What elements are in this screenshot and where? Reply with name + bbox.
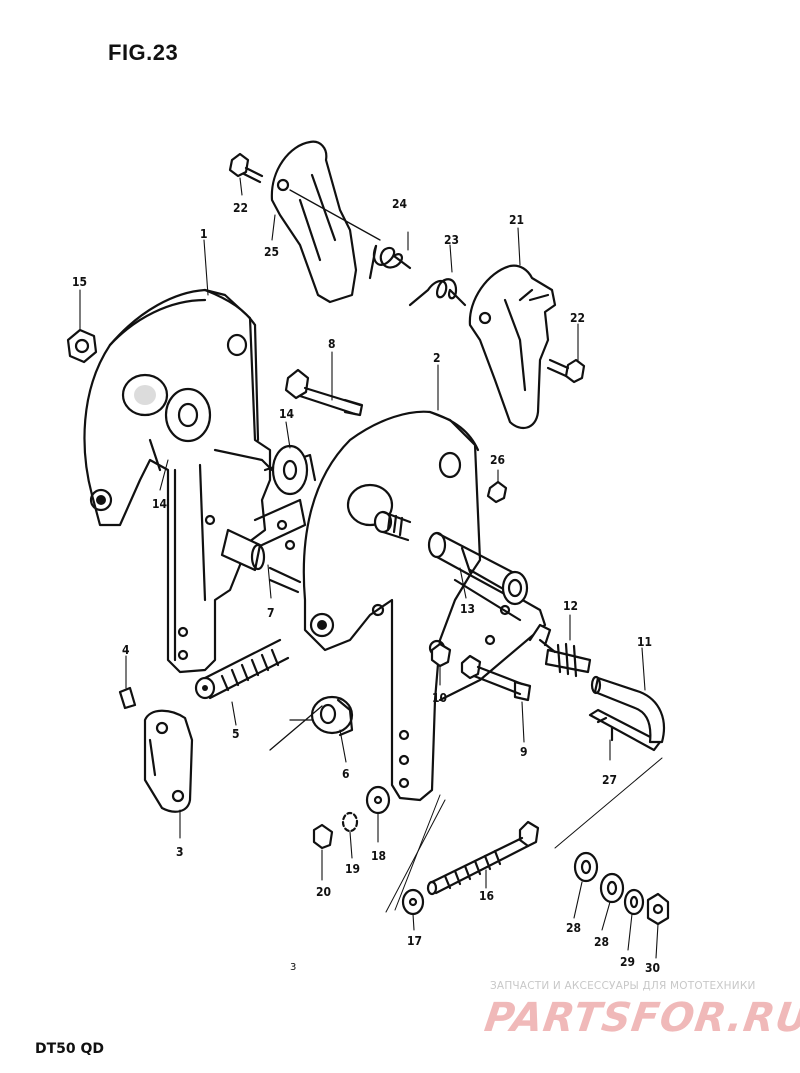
- washer-28a: [573, 851, 599, 883]
- callout-29: 29: [620, 955, 636, 969]
- leader-6-lines: [269, 705, 323, 751]
- callout-10: 10: [432, 691, 448, 705]
- callout-28-b: 28: [594, 935, 610, 949]
- lockwasher-19: [341, 811, 359, 833]
- callout-17: 17: [407, 934, 423, 948]
- callout-20: 20: [316, 885, 332, 899]
- alignment-lines: [385, 757, 663, 913]
- cap-6: [310, 695, 354, 737]
- figure-title: FIG.23: [108, 40, 179, 65]
- callout-2: 2: [433, 351, 441, 365]
- watermark-tagline: ЗАПЧАСТИ И АКСЕССУАРЫ ДЛЯ МОТОТЕХНИКИ: [490, 980, 756, 992]
- nut-15: [66, 328, 98, 364]
- callout-5: 5: [232, 727, 240, 741]
- bushing-7: [220, 528, 302, 594]
- model-label: DT50 QD: [35, 1041, 105, 1057]
- callout-23: 23: [444, 233, 460, 247]
- threaded-stud: [373, 510, 412, 542]
- callout-12: 12: [563, 599, 579, 613]
- right-clamp-bracket: [302, 410, 547, 802]
- callout-13: 13: [460, 602, 476, 616]
- callout-26: 26: [490, 453, 506, 467]
- callout-6: 6: [342, 767, 350, 781]
- callout-19: 19: [345, 862, 361, 876]
- sleeve-11: [590, 675, 666, 744]
- nut-30: [646, 892, 670, 926]
- callout-14-upper: 14: [279, 407, 295, 421]
- nut-10: [430, 642, 452, 668]
- callout-7: 7: [267, 606, 275, 620]
- callout-4: 4: [122, 643, 130, 657]
- screw-5: [194, 638, 290, 700]
- washer-14: [271, 444, 309, 496]
- bolt-22-top: [228, 152, 264, 184]
- bolt-22-right: [546, 358, 586, 384]
- leader-lines: [79, 177, 659, 959]
- callout-24: 24: [392, 197, 408, 211]
- left-clamp-bracket: [83, 288, 274, 674]
- nut-26: [486, 480, 508, 504]
- callout-28-a: 28: [566, 921, 582, 935]
- callout-15: 15: [72, 275, 88, 289]
- callout-22-right: 22: [570, 311, 586, 325]
- washer-28b: [599, 872, 625, 904]
- bolt-8: [284, 368, 364, 417]
- callout-9: 9: [520, 745, 528, 759]
- callout-22-top: 22: [233, 201, 249, 215]
- pin-4: [118, 686, 137, 710]
- plate-3: [143, 709, 194, 813]
- washer-29: [623, 888, 645, 916]
- callout-8: 8: [328, 337, 336, 351]
- spring-24: [368, 244, 412, 280]
- callout-21: 21: [509, 213, 525, 227]
- watermark-brand: PARTSFOR.RU: [481, 995, 800, 1041]
- washer-18-hole: [373, 795, 383, 805]
- callout-25: 25: [264, 245, 280, 259]
- callout-3: 3: [176, 845, 184, 859]
- washer-18: [365, 785, 391, 815]
- callout-27: 27: [602, 773, 618, 787]
- nut-20: [312, 823, 334, 850]
- nut-15-hole: [74, 338, 90, 354]
- callout-14-lower: 14: [152, 497, 168, 511]
- callout-1: 1: [200, 227, 208, 241]
- washer-14-hole: [282, 459, 298, 481]
- page-mark: 3: [290, 962, 297, 973]
- plate-25: [270, 140, 381, 304]
- callout-30: 30: [645, 961, 661, 975]
- callout-11: 11: [637, 635, 653, 649]
- washer-17-hole: [408, 897, 418, 907]
- spring-23: [408, 278, 467, 307]
- bolt-16: [426, 820, 540, 896]
- adjuster-12: [528, 623, 592, 678]
- callout-16: 16: [479, 889, 495, 903]
- callout-18: 18: [371, 849, 387, 863]
- washer-17: [401, 888, 425, 916]
- shaft-13: [427, 531, 529, 606]
- lever-21: [468, 264, 557, 430]
- bolt-9: [460, 654, 532, 702]
